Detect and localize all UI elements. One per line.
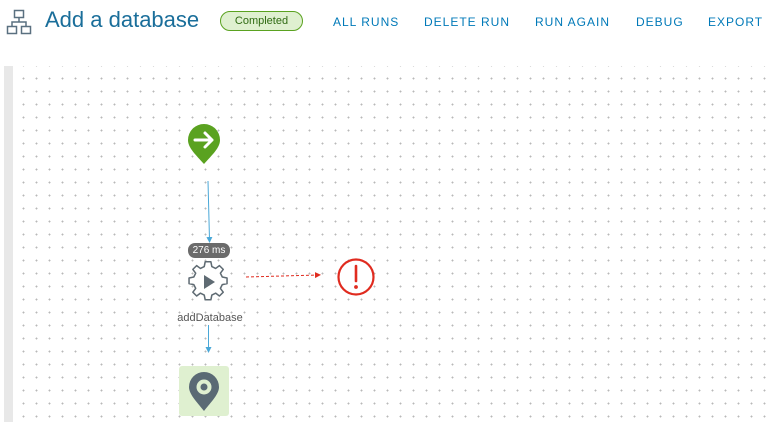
all-runs-button[interactable]: ALL RUNS: [333, 15, 400, 29]
page-header: Add a database Completed ALL RUNS DELETE…: [0, 0, 768, 44]
delete-run-button[interactable]: DELETE RUN: [424, 15, 511, 29]
page-title: Add a database: [45, 7, 200, 32]
canvas-left-gutter: [4, 66, 13, 422]
gear-play-icon: [188, 261, 228, 301]
status-badge: Completed: [220, 11, 303, 31]
duration-badge: 276 ms: [188, 243, 230, 258]
start-node[interactable]: [186, 123, 222, 165]
export-button[interactable]: EXPORT: [708, 15, 764, 29]
end-node[interactable]: [179, 366, 229, 416]
arrow-right-pin-icon: [188, 124, 220, 164]
debug-button[interactable]: DEBUG: [636, 15, 684, 29]
run-again-button[interactable]: RUN AGAIN: [535, 15, 611, 29]
exclamation-circle-icon: [337, 258, 375, 296]
error-node[interactable]: [336, 257, 376, 297]
location-pin-icon: [189, 372, 219, 411]
task-node-adddatabase[interactable]: [186, 260, 230, 304]
flow-canvas[interactable]: [13, 66, 768, 422]
workflow-diagram-icon: [6, 9, 32, 35]
task-label: addDatabase: [177, 312, 243, 324]
